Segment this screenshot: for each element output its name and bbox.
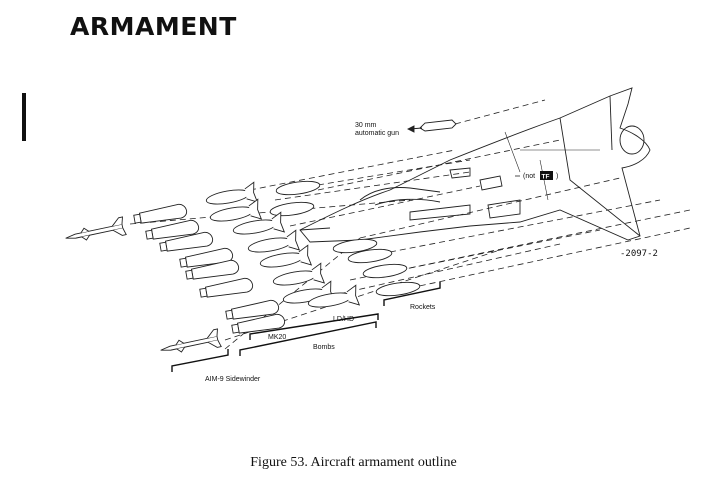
- sidewinder-label: AIM-9 Sidewinder: [205, 376, 261, 383]
- gun-label-line1: 30 mm: [355, 122, 377, 129]
- bombs-label: Bombs: [313, 344, 335, 351]
- revision-change-bar: [22, 93, 26, 141]
- ldhd-bombs: [205, 181, 361, 308]
- tf-badge-text: TF: [542, 173, 550, 180]
- ldhd-label: LD/HD: [333, 316, 354, 323]
- gun-pod: [406, 119, 457, 133]
- sidewinder-missiles: [65, 216, 222, 353]
- not-tf-prefix: (not: [523, 173, 535, 180]
- page-heading: ARMAMENT: [70, 12, 237, 41]
- not-tf-suffix: ): [556, 173, 558, 180]
- figure-reference-number: -2097-2: [620, 249, 658, 259]
- group-brackets: [171, 282, 441, 372]
- rockets-label: Rockets: [410, 304, 436, 311]
- mk20-label: MK20: [268, 334, 286, 341]
- rocket-pods: [269, 180, 421, 297]
- projection-lines: [129, 99, 691, 350]
- mk20-bombs: [133, 203, 286, 334]
- gun-label-line2: automatic gun: [355, 130, 399, 137]
- aircraft-outline: [299, 87, 651, 243]
- figure-caption: Figure 53. Aircraft armament outline: [250, 455, 457, 470]
- tf-badge-box: [540, 171, 553, 180]
